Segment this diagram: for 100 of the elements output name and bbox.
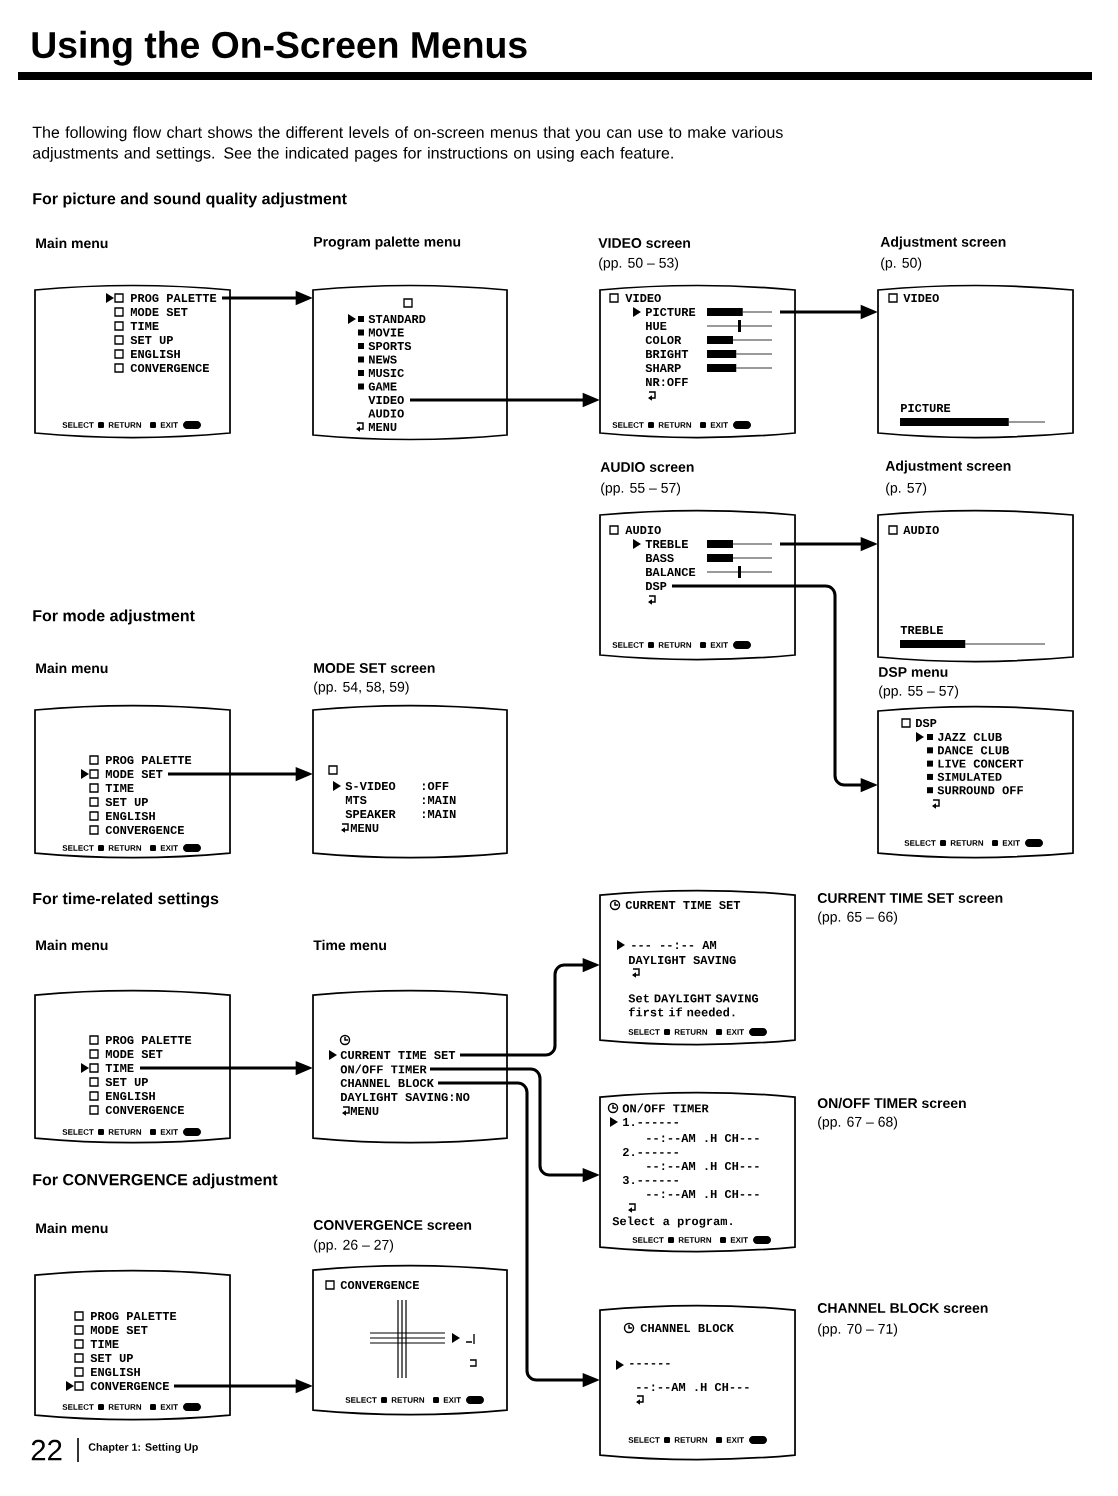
key-hint: RETURN [658, 422, 692, 428]
section-heading: For picture and sound quality adjustment [33, 192, 347, 208]
menu-item: MTS [345, 795, 367, 805]
menu-item: ON/OFF TIMER [622, 1103, 709, 1113]
menu-item: SET UP [90, 1353, 133, 1363]
menu-item: GAME [368, 382, 397, 391]
page-title: Using the On-Screen Menus [32, 30, 527, 66]
screen-heading: ON/OFF TIMER screen [817, 1097, 966, 1109]
page-reference: (pp. 65 – 66) [818, 911, 898, 925]
menu-item: SIMULATED [937, 772, 1002, 781]
menu-item: PROG PALETTE [131, 293, 217, 303]
menu-item: AUDIO [625, 525, 661, 535]
key-hint: EXIT [160, 1129, 178, 1135]
menu-item: MOVIE [368, 328, 404, 337]
menu-item: PROG PALETTE [106, 755, 192, 765]
menu-item: TIME [130, 322, 159, 330]
key-hint: RETURN [108, 422, 142, 428]
menu-item: DSP [646, 581, 667, 591]
menu-item: MODE SET [90, 1325, 148, 1335]
menu-item: BRIGHT [646, 349, 689, 359]
menu-item: CURRENT TIME SET [340, 1050, 456, 1060]
menu-item: DAYLIGHT SAVING [629, 955, 736, 965]
screen-heading: CHANNEL BLOCK screen [817, 1303, 988, 1313]
key-hint: EXIT [160, 422, 178, 428]
key-hint: SELECT [612, 642, 644, 648]
menu-item: AUDIO [903, 525, 939, 535]
menu-item: ON/OFF TIMER [340, 1064, 427, 1074]
menu-item: CONVERGENCE [130, 363, 209, 373]
menu-item: CONVERGENCE [105, 1105, 184, 1115]
menu-item: :MAIN [423, 796, 456, 804]
key-hint: RETURN [108, 845, 142, 851]
key-hint: SELECT [628, 1029, 660, 1035]
menu-item: BALANCE [646, 567, 696, 577]
menu-item: COLOR [645, 335, 682, 345]
page-reference: (pp. 26 – 27) [314, 1239, 394, 1253]
menu-item: VIDEO [368, 395, 404, 405]
key-hint: RETURN [108, 1404, 142, 1410]
key-hint: SELECT [612, 422, 644, 428]
menu-item: SET UP [105, 1077, 148, 1087]
key-hint: RETURN [950, 840, 984, 846]
menu-item: S-VIDEO [345, 781, 396, 791]
menu-item: VIDEO [903, 293, 939, 303]
menu-item: --:--AM .H CH--- [647, 1133, 759, 1143]
menu-item: VIDEO [625, 293, 661, 303]
menu-item: 3.------ [622, 1175, 678, 1185]
menu-item: :OFF [423, 781, 449, 791]
intro-text: The following flow chart shows the different levels of on-screen menus that you can use to make various adjustments and settings. See the indicated pages for instructions on using each feature. [32, 126, 783, 162]
chapter-label: Chapter 1: Setting Up [88, 1443, 198, 1453]
page-reference: (pp. 54, 58, 59) [314, 681, 409, 695]
screen-heading: Adjustment screen [885, 460, 1011, 474]
key-hint: EXIT [1002, 840, 1020, 846]
menu-item: --:--AM .H CH--- [647, 1161, 759, 1171]
menu-item: ENGLISH [106, 811, 155, 821]
key-hint: EXIT [160, 1404, 178, 1410]
menu-item: MODE SET [130, 307, 188, 317]
menu-item: CONVERGENCE [340, 1280, 419, 1290]
menu-item: ENGLISH [106, 1091, 155, 1101]
screen-heading: Time menu [313, 939, 386, 951]
key-hint: SELECT [628, 1437, 660, 1443]
key-hint: SELECT [632, 1237, 664, 1243]
screen-heading: AUDIO screen [600, 462, 694, 472]
menu-item: TREBLE [900, 626, 943, 634]
page-reference: (pp. 55 – 57) [601, 482, 681, 496]
menu-item: SPORTS [368, 341, 412, 351]
key-hint: RETURN [108, 1129, 142, 1135]
screen-heading: Main menu [36, 1222, 108, 1234]
menu-item: DSP [916, 718, 937, 728]
menu-item: CONVERGENCE [90, 1381, 169, 1391]
key-hint: EXIT [726, 1437, 744, 1443]
key-hint: RETURN [391, 1397, 425, 1403]
key-hint: RETURN [674, 1029, 708, 1035]
menu-item: TIME [105, 784, 134, 792]
menu-item: TREBLE [645, 540, 688, 548]
menu-item: CURRENT TIME SET [625, 900, 741, 910]
menu-item: TIME [105, 1064, 134, 1072]
page-reference: (p. 50) [881, 257, 922, 271]
menu-item: JAZZ CLUB [937, 732, 1002, 742]
menu-item: MUSIC [368, 368, 404, 378]
menu-item: ------ [630, 1363, 670, 1365]
page-reference: (p. 57) [886, 482, 927, 496]
screen-message: Set DAYLIGHT SAVING first if needed. [628, 994, 759, 1017]
menu-item: LIVE CONCERT [938, 759, 1024, 768]
menu-item: BASS [646, 553, 674, 563]
screen-heading: DSP menu [879, 667, 948, 677]
menu-item: MODE SET [105, 1049, 163, 1059]
menu-item: SHARP [645, 363, 681, 373]
menu-item: MENU [350, 1107, 379, 1116]
screen-heading: Main menu [36, 237, 108, 249]
key-hint: EXIT [443, 1397, 461, 1403]
key-hint: RETURN [658, 642, 692, 648]
screen-heading: Program palette menu [314, 236, 461, 250]
page-reference: (pp. 70 – 71) [818, 1323, 898, 1337]
key-hint: SELECT [62, 1404, 94, 1410]
section-heading: For mode adjustment [33, 609, 195, 625]
menu-item: SET UP [130, 335, 173, 345]
menu-item: 2.------ [623, 1148, 678, 1157]
menu-item: STANDARD [368, 314, 426, 324]
menu-item: SURROUND OFF [937, 786, 1023, 795]
section-heading: For time-related settings [33, 892, 219, 908]
menu-item: DAYLIGHT SAVING:NO [341, 1092, 470, 1102]
